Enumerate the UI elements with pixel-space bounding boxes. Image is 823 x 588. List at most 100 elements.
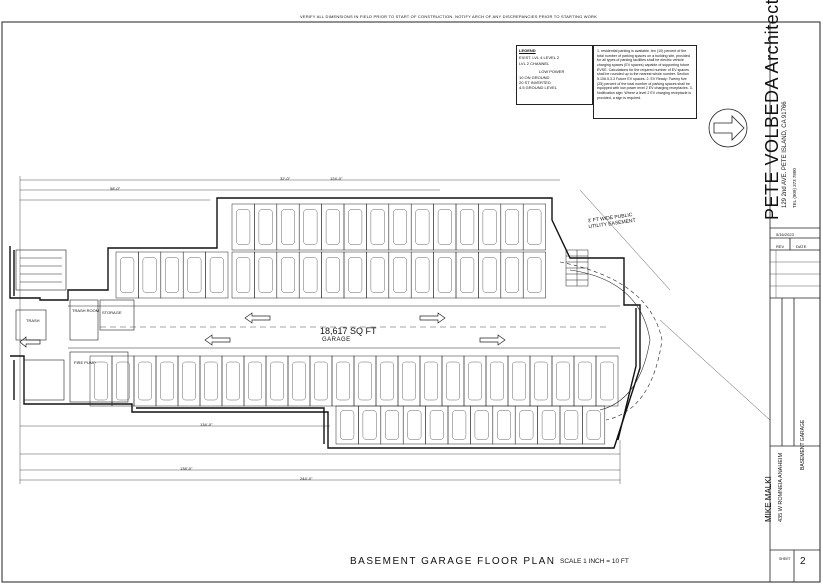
parking-stall bbox=[433, 203, 457, 251]
title-block-frame bbox=[769, 21, 821, 583]
parking-stall bbox=[529, 355, 553, 407]
parking-stall bbox=[470, 405, 494, 445]
legend-box: LEGEND EXIST. LVL 4 LEVEL 2 LVL 2 CHANNE… bbox=[516, 45, 593, 105]
dim-bottom-2: 138'-0" bbox=[180, 466, 193, 471]
parking-stall bbox=[231, 251, 255, 299]
storage-label: STORAGE bbox=[102, 310, 122, 315]
car-icon bbox=[424, 361, 438, 401]
client-name: MIKE MALKI bbox=[764, 476, 773, 522]
car-icon bbox=[505, 209, 519, 245]
parking-stall bbox=[500, 251, 524, 299]
legend-line: LVL 2 CHANNEL bbox=[519, 60, 550, 66]
car-icon bbox=[325, 209, 340, 245]
fire-pump-label: FIRE PUMP bbox=[74, 360, 96, 365]
parking-stall bbox=[410, 251, 434, 299]
sheet-title: BASEMENT GARAGE bbox=[800, 419, 806, 470]
issue-date: 5/16/2023 bbox=[776, 232, 794, 237]
ev-parking-notes: 1. residential parking is available, ten… bbox=[593, 45, 697, 119]
car-icon bbox=[314, 361, 328, 401]
parking-stall bbox=[298, 203, 322, 251]
car-icon bbox=[248, 361, 262, 401]
car-icon bbox=[182, 361, 196, 401]
parking-stall bbox=[343, 251, 367, 299]
car-icon bbox=[385, 410, 399, 440]
parking-stall bbox=[111, 355, 135, 407]
legend-line: EXIST. LVL 4 LEVEL 2 bbox=[519, 55, 560, 61]
car-icon bbox=[527, 257, 542, 293]
legend-line: 20 ST INVERTED bbox=[519, 79, 551, 85]
parking-stall bbox=[331, 355, 355, 407]
car-icon bbox=[187, 257, 202, 293]
legend-line: 10 ON GROUND bbox=[519, 74, 550, 80]
car-icon bbox=[474, 410, 489, 440]
plan-scale: SCALE 1 INCH = 10 FT bbox=[560, 558, 629, 565]
parking-stall bbox=[433, 251, 457, 299]
parking-stall bbox=[366, 203, 390, 251]
car-icon bbox=[370, 209, 385, 245]
firm-phone: TEL (909) 373 7800 bbox=[792, 168, 797, 208]
parking-stall bbox=[455, 251, 479, 299]
parking-stall bbox=[182, 251, 206, 299]
parking-stall bbox=[160, 251, 184, 299]
parking-stall bbox=[573, 355, 597, 407]
ramp bbox=[559, 189, 771, 421]
parking-stall bbox=[276, 203, 300, 251]
car-icon bbox=[446, 361, 460, 401]
garage-label: GARAGE bbox=[322, 337, 351, 343]
car-icon bbox=[556, 361, 570, 401]
stair bbox=[565, 249, 589, 287]
parking-stall bbox=[425, 405, 449, 445]
parking-stall bbox=[254, 203, 278, 251]
parking-stall bbox=[199, 355, 223, 407]
car-icon bbox=[497, 410, 511, 440]
car-icon bbox=[519, 410, 534, 440]
car-icon bbox=[94, 361, 108, 401]
parking-stall bbox=[522, 251, 546, 299]
car-icon bbox=[402, 361, 416, 401]
car-icon bbox=[281, 257, 295, 293]
parking-stall bbox=[537, 405, 561, 445]
car-icon bbox=[505, 257, 519, 293]
car-icon bbox=[415, 257, 430, 293]
car-icon bbox=[142, 257, 157, 293]
verify-dimensions-note: VERIFY ALL DIMENSIONS IN FIELD PRIOR TO … bbox=[300, 14, 597, 19]
car-icon bbox=[482, 209, 497, 245]
parking-stall bbox=[231, 203, 255, 251]
dimension-lines bbox=[19, 176, 621, 484]
client-city: ANAHEIM bbox=[778, 452, 784, 478]
dim-top-left: 58'-0" bbox=[110, 186, 121, 191]
car-icon bbox=[437, 209, 452, 245]
dim-top-mid: 124'-0" bbox=[330, 176, 343, 181]
garage-area: 18,617 SQ FT bbox=[320, 326, 377, 336]
car-icon bbox=[527, 209, 542, 245]
parking-stall bbox=[298, 251, 322, 299]
parking-stall bbox=[366, 251, 390, 299]
car-icon bbox=[578, 361, 592, 401]
car-icon bbox=[358, 361, 372, 401]
car-icon bbox=[325, 257, 340, 293]
car-icon bbox=[165, 257, 179, 293]
parking-stall bbox=[463, 355, 487, 407]
parking-stall bbox=[254, 251, 278, 299]
parking-stall bbox=[500, 203, 524, 251]
dim-bottom-3: 244'-0" bbox=[300, 476, 313, 481]
parking-stall bbox=[205, 251, 229, 299]
parking-stall bbox=[155, 355, 179, 407]
parking-stall bbox=[353, 355, 377, 407]
firm-name: PETE VOLBEDA Architecture Planning bbox=[762, 0, 782, 220]
parking-stall bbox=[402, 405, 426, 445]
parking-stall bbox=[441, 355, 465, 407]
car-icon bbox=[348, 209, 363, 245]
revision-table bbox=[770, 250, 820, 298]
car-icon bbox=[534, 361, 548, 401]
car-icon bbox=[138, 361, 152, 401]
parking-stall bbox=[507, 355, 531, 407]
legend-line: LOW POWER bbox=[539, 69, 565, 75]
parking-stall bbox=[177, 355, 201, 407]
parking-stall bbox=[478, 203, 502, 251]
car-icon bbox=[370, 257, 385, 293]
parking-stall bbox=[595, 355, 619, 407]
car-icon bbox=[380, 361, 394, 401]
sheet-number: 2 bbox=[800, 556, 806, 567]
